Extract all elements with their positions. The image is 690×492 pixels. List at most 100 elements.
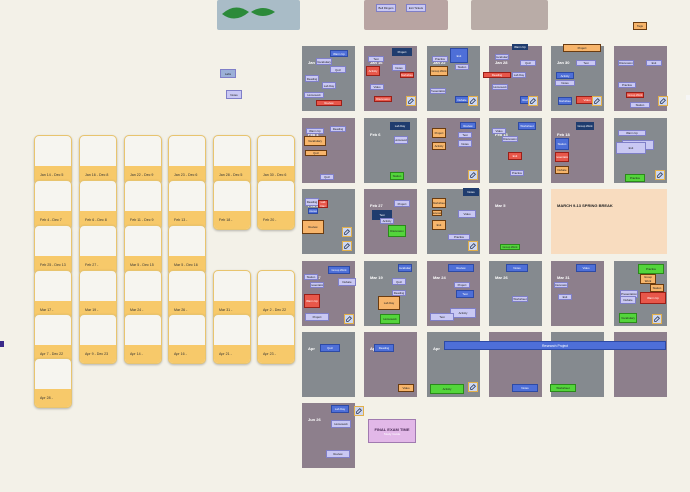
week-card[interactable]: Jan 22 - Dec 9 (124, 135, 162, 185)
sticky-note[interactable]: Reading (483, 72, 511, 78)
sticky-note[interactable]: Exit (508, 152, 522, 160)
sticky-note[interactable]: Station (630, 102, 650, 108)
sticky-note[interactable]: Quiz (320, 344, 340, 352)
sticky-note[interactable]: Project (563, 44, 601, 52)
edit-icon[interactable] (468, 170, 478, 180)
sticky-note[interactable]: Reading (374, 344, 394, 352)
sticky-note[interactable]: Exit (450, 48, 468, 63)
sticky-note[interactable]: Exit (558, 294, 572, 300)
sticky-note[interactable]: Reading (392, 290, 406, 296)
sticky-note[interactable]: Station (304, 274, 318, 280)
edit-icon[interactable] (652, 314, 662, 324)
sticky-note[interactable]: Group Work (640, 274, 656, 284)
sticky-note[interactable]: Reading (305, 75, 319, 82)
sticky-note[interactable]: Notes (555, 80, 575, 86)
sticky-note[interactable]: Exit (616, 142, 646, 154)
week-card[interactable]: Mar 19 - (79, 270, 117, 320)
sticky-note[interactable]: Video (370, 84, 384, 90)
edit-icon[interactable] (658, 96, 668, 106)
week-card[interactable]: Mar 5 - Dec 15 (124, 225, 162, 275)
sticky-note[interactable]: Warm Up (330, 50, 348, 57)
sticky-note[interactable]: Station (455, 64, 469, 70)
side-note-notes[interactable]: Notes (226, 90, 242, 99)
week-card[interactable]: Mar 24 - (124, 270, 162, 320)
sticky-note[interactable]: Quiz (520, 60, 536, 66)
sticky-note[interactable]: Project (392, 48, 412, 56)
sticky-note[interactable]: Notes (463, 188, 479, 196)
sticky-note[interactable]: Lab Day (318, 200, 328, 208)
note-exit-tickets[interactable]: Exit Tickets (406, 4, 426, 12)
sticky-note[interactable]: Project (454, 282, 470, 288)
sticky-note[interactable]: Activity (432, 142, 446, 150)
sticky-note[interactable]: Notes (512, 384, 538, 392)
top-bell-ringers-card[interactable]: Bell Ringers Exit Tickets (364, 0, 448, 30)
sticky-note[interactable]: Test (456, 290, 474, 298)
week-card[interactable]: Feb 18 - (213, 180, 251, 230)
sticky-note[interactable]: Test (430, 313, 454, 321)
sticky-note[interactable]: Vocabulary (316, 58, 332, 65)
week-card[interactable]: Apr 21 - (213, 314, 251, 364)
sticky-note[interactable]: Test (458, 132, 472, 138)
week-card[interactable]: Feb 11 - Dec 9 (124, 180, 162, 230)
edit-icon[interactable] (528, 96, 538, 106)
sticky-note[interactable]: Homework (394, 136, 408, 144)
sticky-note[interactable]: Vocabulary (304, 136, 326, 146)
sticky-note[interactable]: Exit (646, 60, 662, 66)
sticky-note[interactable]: Practice (510, 170, 524, 176)
sticky-note[interactable]: Debate (455, 96, 469, 103)
sticky-note[interactable]: Discussion (502, 136, 518, 142)
sticky-note[interactable]: Reading (330, 126, 346, 132)
week-card[interactable]: Jan 28 - Dec 5 (213, 135, 251, 185)
calendar-day-tile[interactable]: Apr (302, 332, 355, 397)
sticky-note[interactable]: Station (650, 284, 664, 292)
edit-icon[interactable] (468, 241, 478, 251)
week-card[interactable]: Jan 16 - Dec 8 (79, 135, 117, 185)
sticky-note[interactable]: Warm Up (512, 44, 528, 50)
week-card[interactable]: Feb 27 - (79, 225, 117, 275)
sticky-note[interactable]: Homework (304, 92, 324, 98)
sticky-note[interactable]: Group Work (500, 244, 520, 250)
sticky-note[interactable]: Quiz (320, 174, 334, 180)
sticky-note[interactable]: Video (576, 264, 596, 272)
tags-note[interactable]: Tags (633, 22, 647, 30)
edit-icon[interactable] (468, 382, 478, 392)
sticky-note[interactable]: Group Work (576, 122, 594, 130)
edit-icon[interactable] (344, 314, 354, 324)
sticky-note[interactable]: Quiz (392, 278, 406, 285)
side-note-labs[interactable]: Labs (220, 69, 236, 78)
sticky-note[interactable]: Lab Day (331, 405, 349, 413)
sticky-note[interactable]: Practice (448, 234, 470, 240)
sticky-note[interactable]: Homework (492, 84, 508, 90)
sticky-note[interactable]: Warm Up (304, 294, 320, 308)
sticky-note[interactable]: Project (394, 200, 410, 207)
sticky-note[interactable]: Lab Day (322, 82, 336, 89)
sticky-note[interactable]: Debate (620, 296, 636, 304)
week-card[interactable]: Apr 28 - (34, 358, 72, 408)
week-card[interactable]: Mar 5 - Dec 16 (168, 225, 206, 275)
sticky-note[interactable]: Discussion (388, 225, 406, 237)
week-card[interactable]: Jan 23 - Dec 6 (168, 135, 206, 185)
sticky-note[interactable]: Project (305, 313, 329, 321)
week-card[interactable]: Apr 14 - (124, 314, 162, 364)
week-card[interactable]: Jan 30 - Dec 6 (257, 135, 295, 185)
week-card[interactable]: Feb 13 - (168, 180, 206, 230)
sticky-note[interactable]: Quiz (305, 150, 327, 156)
week-card[interactable]: Feb 25 - Dec 13 (34, 225, 72, 275)
sticky-note[interactable]: Lab Day (378, 296, 400, 310)
week-card[interactable]: Mar 17 - (34, 270, 72, 320)
sticky-note[interactable]: Activity (366, 66, 380, 76)
sticky-note[interactable]: Reading (305, 198, 319, 206)
edit-icon[interactable] (655, 170, 665, 180)
sticky-note[interactable]: Worksheet (512, 296, 528, 302)
week-card[interactable]: Feb 4 - Dec 7 (34, 180, 72, 230)
sticky-note[interactable]: Discussion (554, 282, 568, 288)
sticky-note[interactable]: Presentation (430, 88, 446, 94)
sticky-note[interactable]: Worksheet (432, 198, 446, 208)
sticky-note[interactable]: Worksheet (400, 72, 414, 78)
sticky-note[interactable]: Test (372, 210, 392, 220)
sticky-note[interactable]: Activity (380, 218, 394, 224)
sticky-note[interactable]: Lab Day (512, 72, 526, 78)
sticky-note[interactable]: Station (555, 138, 569, 150)
sticky-note[interactable]: Group Work (328, 266, 350, 274)
